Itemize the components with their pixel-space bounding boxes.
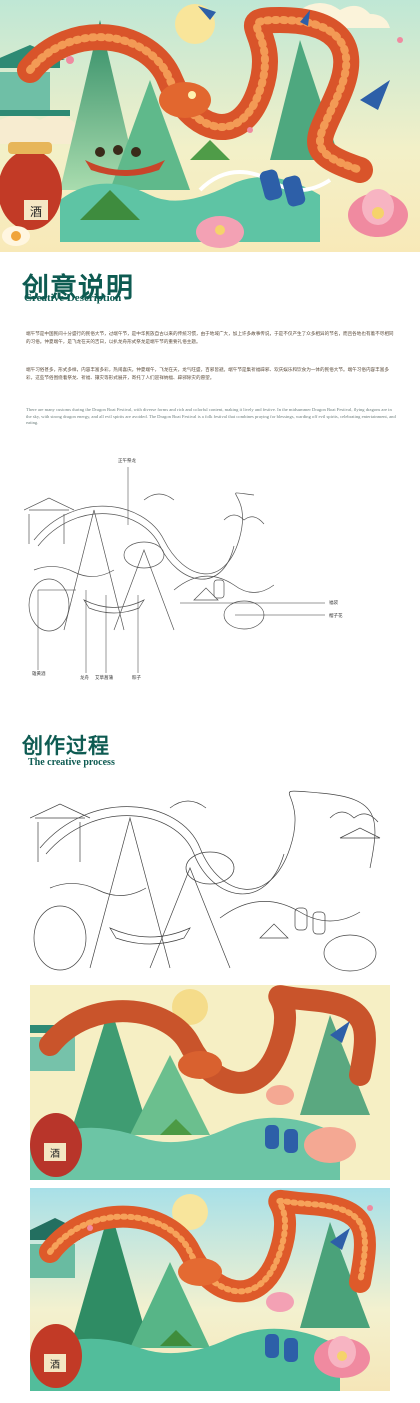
annotation-fudai: 福袋 — [329, 601, 338, 606]
description-paragraph-2: 端午习俗甚多，形式多样，内容丰富多彩，热闹喜庆。仲夏端午，飞龙在天，龙气旺盛，百… — [26, 368, 389, 381]
description-paragraph-english: There are many customs during the Dragon… — [26, 407, 396, 425]
process-panel-lineart — [30, 778, 390, 978]
process-panel-final: 酒 — [30, 1188, 390, 1391]
annotation-longzhou: 龙舟 — [80, 676, 89, 681]
jar-label-3: 酒 — [50, 1359, 60, 1371]
annotation-top: 正午祭龙 — [118, 459, 136, 464]
annotation-liuzihua: 榴子花 — [329, 614, 343, 619]
description-paragraph-1: 端午节是中国民间十分盛行的民俗大节，过端午节，是中华民族自古以来的传统习惯，由于… — [26, 332, 394, 345]
section-subtitle-creative-process: The creative process — [28, 757, 115, 768]
annotation-xionghuangjiu: 雄黄酒 — [32, 672, 46, 677]
annotation-lines — [37, 467, 325, 673]
section-subtitle-creative-description: Creative Description — [24, 292, 122, 304]
hero-illustration: 酒 — [0, 0, 420, 252]
jar-label-2: 酒 — [50, 1148, 60, 1160]
process-panel-flat-color: 酒 — [30, 985, 390, 1180]
annotation-aicao: 艾草菖蒲 — [95, 676, 113, 681]
annotated-sketch — [24, 480, 274, 640]
jar-label: 酒 — [30, 205, 42, 219]
annotation-zongzi: 粽子 — [132, 676, 141, 681]
section-title-creative-process: 创作过程 — [22, 733, 110, 758]
section-title-creative-description: 创意说明 — [22, 273, 134, 304]
